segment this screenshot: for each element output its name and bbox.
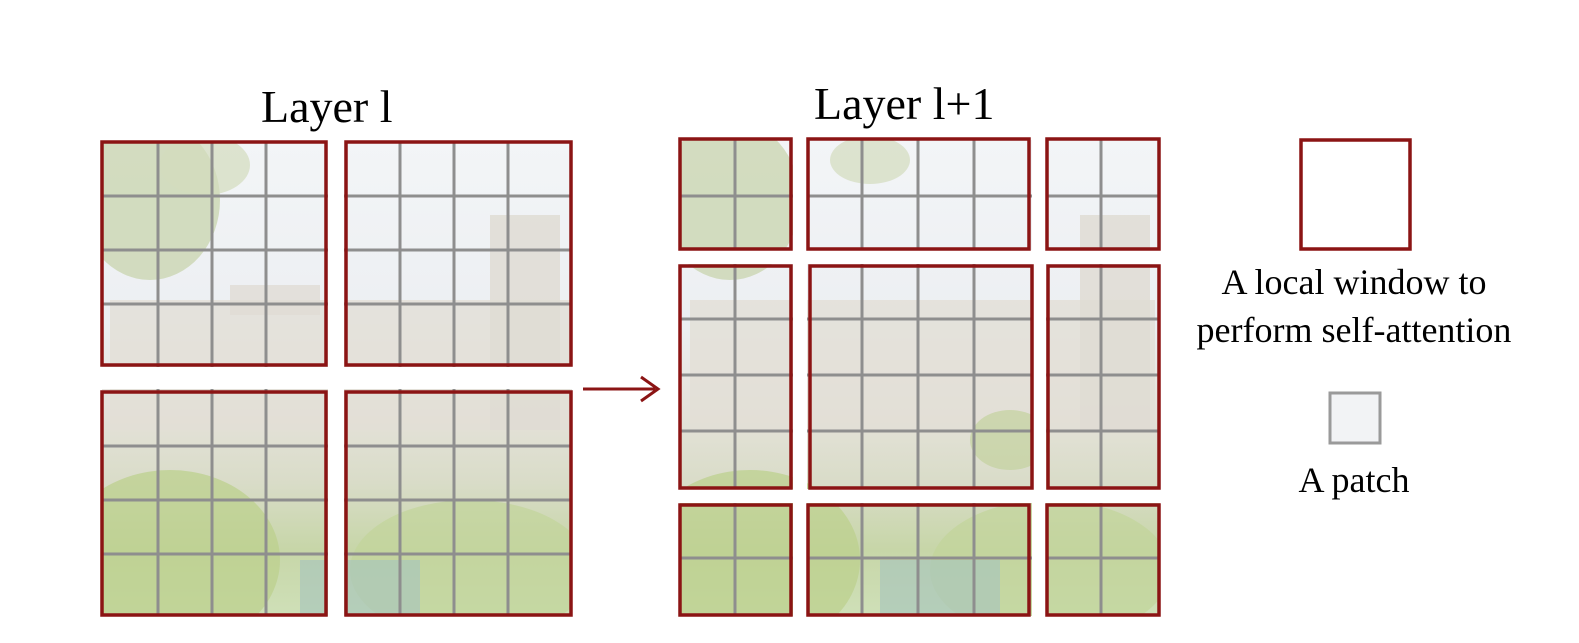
- legend: [1299, 138, 1412, 445]
- window-l1-top-right: [1045, 137, 1161, 251]
- window-l1-bottom-right: [1045, 503, 1161, 617]
- layer-l-plus-1-background-image: [680, 140, 1160, 616]
- legend-patch-swatch: [1328, 391, 1382, 445]
- window-l-top-right: [344, 140, 573, 367]
- legend-patch-label: A patch: [1298, 460, 1410, 500]
- legend-window-swatch: [1299, 138, 1412, 251]
- right-arrow-icon: [583, 375, 661, 403]
- window-l1-top-center: [806, 137, 1031, 251]
- layer-l-title: Layer l: [261, 81, 393, 132]
- legend-window-label-line-1: A local window to: [1221, 262, 1487, 302]
- legend-window-label-line-2: perform self-attention: [1196, 309, 1512, 350]
- layer-l-plus-1-windows: [678, 137, 1161, 617]
- layer-l-plus-1-title: Layer l+1: [814, 78, 995, 129]
- window-l-bottom-left: [100, 390, 328, 617]
- window-l1-bottom-left: [678, 503, 793, 617]
- window-l1-top-left: [678, 137, 793, 251]
- legend-window-label: A local window to perform self-attention: [1166, 259, 1542, 354]
- window-l1-middle-right: [1046, 264, 1161, 490]
- window-l1-middle-left: [678, 264, 793, 490]
- layer-l-feature-map: [100, 140, 574, 618]
- layer-l-plus-1-patch-grid: [680, 140, 1160, 616]
- window-l-top-left: [100, 140, 328, 367]
- window-l1-middle-center: [808, 264, 1034, 490]
- window-l-bottom-right: [344, 390, 573, 617]
- layer-l-windows: [100, 140, 573, 617]
- layer-l-plus-1-feature-map: [678, 137, 1162, 618]
- window-l1-bottom-center: [806, 503, 1031, 617]
